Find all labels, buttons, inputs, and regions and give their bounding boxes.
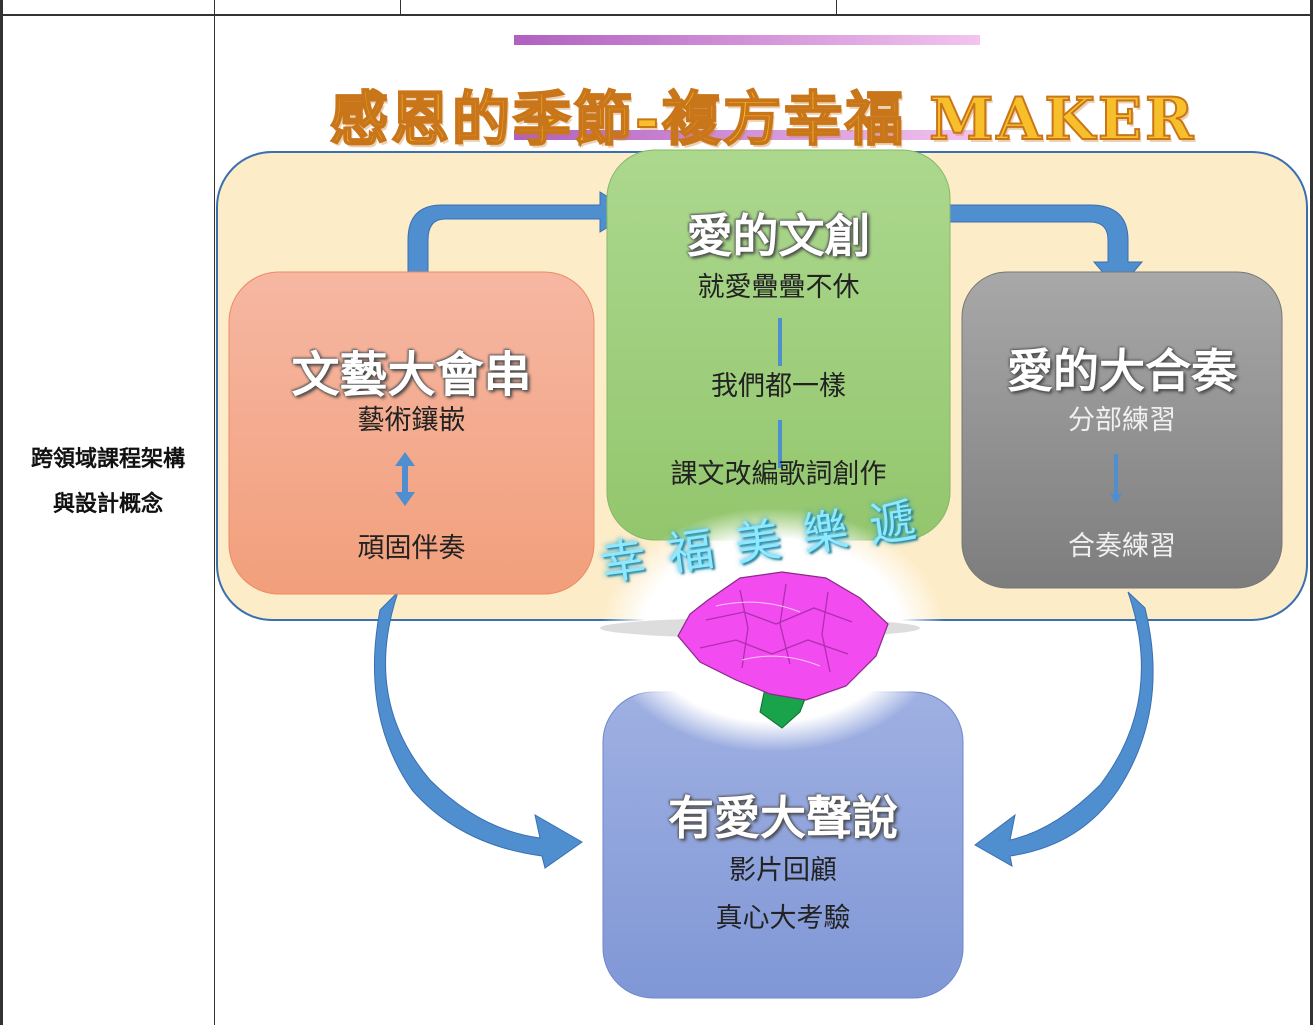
speak-box-title: 有愛大聲說 xyxy=(668,791,898,845)
ensemble-box xyxy=(961,271,1283,589)
speak-item-2: 真心大考驗 xyxy=(715,903,851,934)
ensemble-item-2: 合奏練習 xyxy=(1068,531,1176,562)
table-cell-divider-1 xyxy=(400,0,401,15)
title-bar-top xyxy=(514,35,980,45)
culture-item-1: 就愛疊疊不休 xyxy=(697,272,860,303)
table-left-border xyxy=(0,0,3,1025)
culture-connector-1 xyxy=(778,318,782,366)
arrow-ensemble-to-speak xyxy=(974,591,1154,867)
main-title: 感恩的季節-複方幸福 MAKER xyxy=(329,84,1197,154)
arts-double-arrow-icon xyxy=(395,452,415,506)
culture-box-title: 愛的文創 xyxy=(686,209,871,263)
arts-box xyxy=(228,271,595,595)
table-top-border xyxy=(0,14,1313,16)
speak-item-1: 影片回顧 xyxy=(729,855,837,886)
ensemble-box-title: 愛的大合奏 xyxy=(1007,344,1237,398)
table-right-border xyxy=(1310,0,1313,1025)
ensemble-connector-head xyxy=(1110,494,1122,504)
arts-item-2: 頑固伴奏 xyxy=(357,533,466,564)
arrow-arts-to-speak xyxy=(373,591,583,869)
flower-icon xyxy=(677,571,889,729)
culture-connector-2 xyxy=(778,420,782,468)
culture-item-2: 我們都一樣 xyxy=(711,371,846,402)
row-label-line-1: 跨領域課程架構 xyxy=(30,447,185,472)
row-label: 跨領域課程架構 與設計概念 xyxy=(0,437,216,527)
culture-item-3: 課文改編歌詞創作 xyxy=(670,459,887,490)
ensemble-item-1: 分部練習 xyxy=(1068,405,1176,436)
table-cell-divider-2 xyxy=(836,0,837,15)
table-divider-vertical xyxy=(214,0,215,1025)
arts-item-1: 藝術鑲嵌 xyxy=(357,405,466,436)
row-label-line-2: 與設計概念 xyxy=(52,492,163,517)
title-bar-bottom xyxy=(514,130,980,140)
arts-box-title: 文藝大會串 xyxy=(291,347,532,403)
ensemble-connector xyxy=(1114,454,1118,496)
